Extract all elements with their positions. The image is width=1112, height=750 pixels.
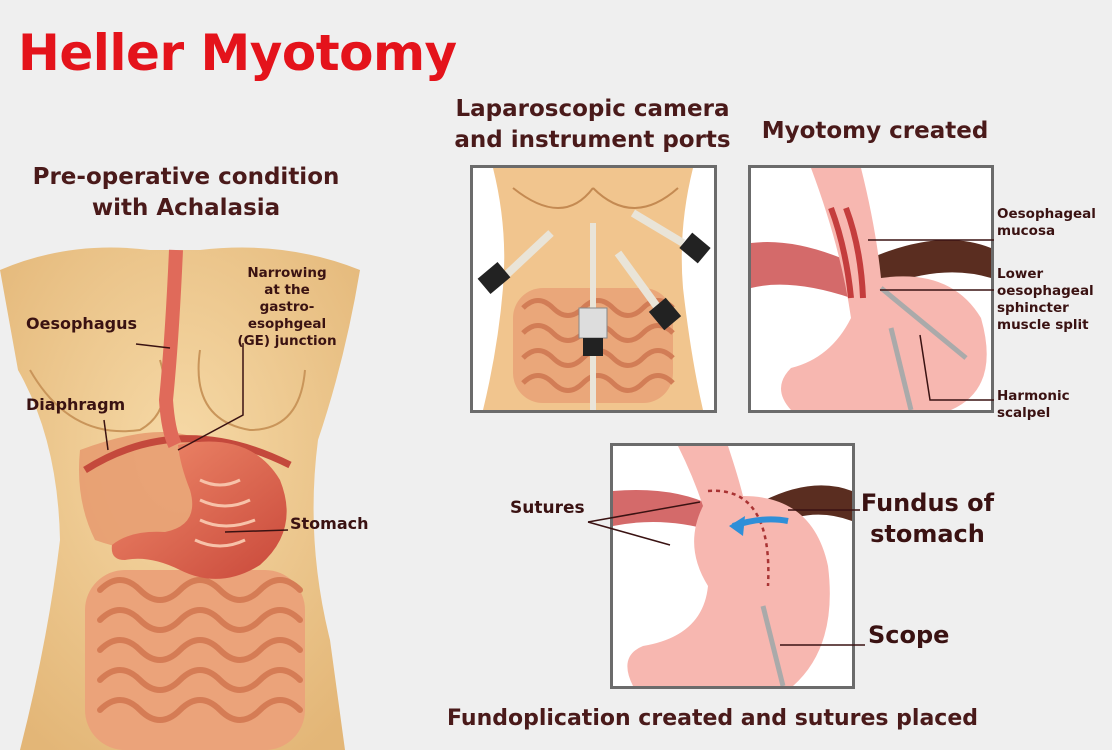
- label-narrowing: Narrowing at the gastro-esophgeal (GE) j…: [222, 265, 352, 350]
- port-left: [477, 230, 554, 295]
- label-fundus: Fundus of stomach: [860, 488, 995, 550]
- preop-heading: Pre-operative condition with Achalasia: [28, 162, 344, 224]
- chest-contour: [512, 187, 679, 209]
- blue-arrow-head: [729, 516, 745, 536]
- label-fundus-line2: stomach: [870, 520, 985, 548]
- myotomy-heading: Myotomy created: [761, 118, 989, 144]
- split-muscle: [843, 206, 866, 299]
- preop-body-illustration: [0, 247, 360, 750]
- diaphragm-left: [751, 242, 851, 298]
- port-center-camera: [578, 223, 608, 410]
- label-sphincter-line3: sphincter: [997, 300, 1069, 316]
- label-fundus-line1: Fundus of: [860, 489, 995, 517]
- preop-heading-line1: Pre-operative condition: [32, 164, 340, 190]
- ports-illustration: [473, 168, 714, 410]
- label-sphincter-line2: oesophageal: [997, 283, 1094, 299]
- label-diaphragm: Diaphragm: [26, 395, 126, 414]
- intestines: [85, 570, 305, 750]
- label-scalpel-line2: scalpel: [997, 405, 1051, 421]
- port-right-lower: [614, 250, 682, 331]
- diaphragm-right: [871, 240, 991, 288]
- ports-heading: Laparoscopic camera and instrument ports: [450, 94, 735, 156]
- page-title: Heller Myotomy: [18, 24, 457, 82]
- myotomy-illustration: [751, 168, 991, 410]
- label-mucosa-line1: Oesophageal: [997, 206, 1096, 222]
- stomach: [111, 441, 287, 579]
- label-sutures: Sutures: [510, 498, 585, 518]
- label-oesophagus: Oesophagus: [26, 314, 137, 333]
- stomach-folds: [194, 478, 256, 548]
- scope-shaft: [888, 327, 914, 410]
- myotomy-panel: [748, 165, 994, 413]
- fundoplication-illustration: [613, 446, 852, 686]
- ports-panel: [470, 165, 717, 413]
- ports-heading-line2: and instrument ports: [454, 127, 731, 153]
- label-narrowing-line3: gastro-esophgeal: [247, 299, 327, 332]
- label-narrowing-line2: at the: [264, 282, 310, 298]
- label-scalpel-line1: Harmonic: [997, 388, 1070, 404]
- label-sphincter: Lower oesophageal sphincter muscle split: [997, 266, 1094, 334]
- label-mucosa-line2: mucosa: [997, 223, 1056, 239]
- label-narrowing-line4: (GE) junction: [237, 333, 337, 349]
- label-narrowing-line1: Narrowing: [247, 265, 327, 281]
- stomach-wrap: [627, 446, 830, 686]
- port-right-upper: [630, 209, 711, 264]
- label-mucosa: Oesophageal mucosa: [997, 206, 1096, 240]
- scope-shaft: [760, 605, 786, 686]
- ports-heading-line1: Laparoscopic camera: [455, 96, 730, 122]
- oesophagus: [158, 249, 183, 448]
- fundoplication-caption: Fundoplication created and sutures place…: [446, 706, 979, 731]
- label-scope: Scope: [868, 621, 950, 649]
- label-sphincter-line1: Lower: [997, 266, 1044, 282]
- label-sphincter-line4: muscle split: [997, 317, 1089, 333]
- label-scalpel: Harmonic scalpel: [997, 388, 1070, 422]
- split-muscle-2: [828, 206, 854, 299]
- label-stomach: Stomach: [290, 514, 369, 533]
- fundoplication-panel: [610, 443, 855, 689]
- preop-heading-line2: with Achalasia: [91, 195, 281, 221]
- liver: [79, 432, 204, 550]
